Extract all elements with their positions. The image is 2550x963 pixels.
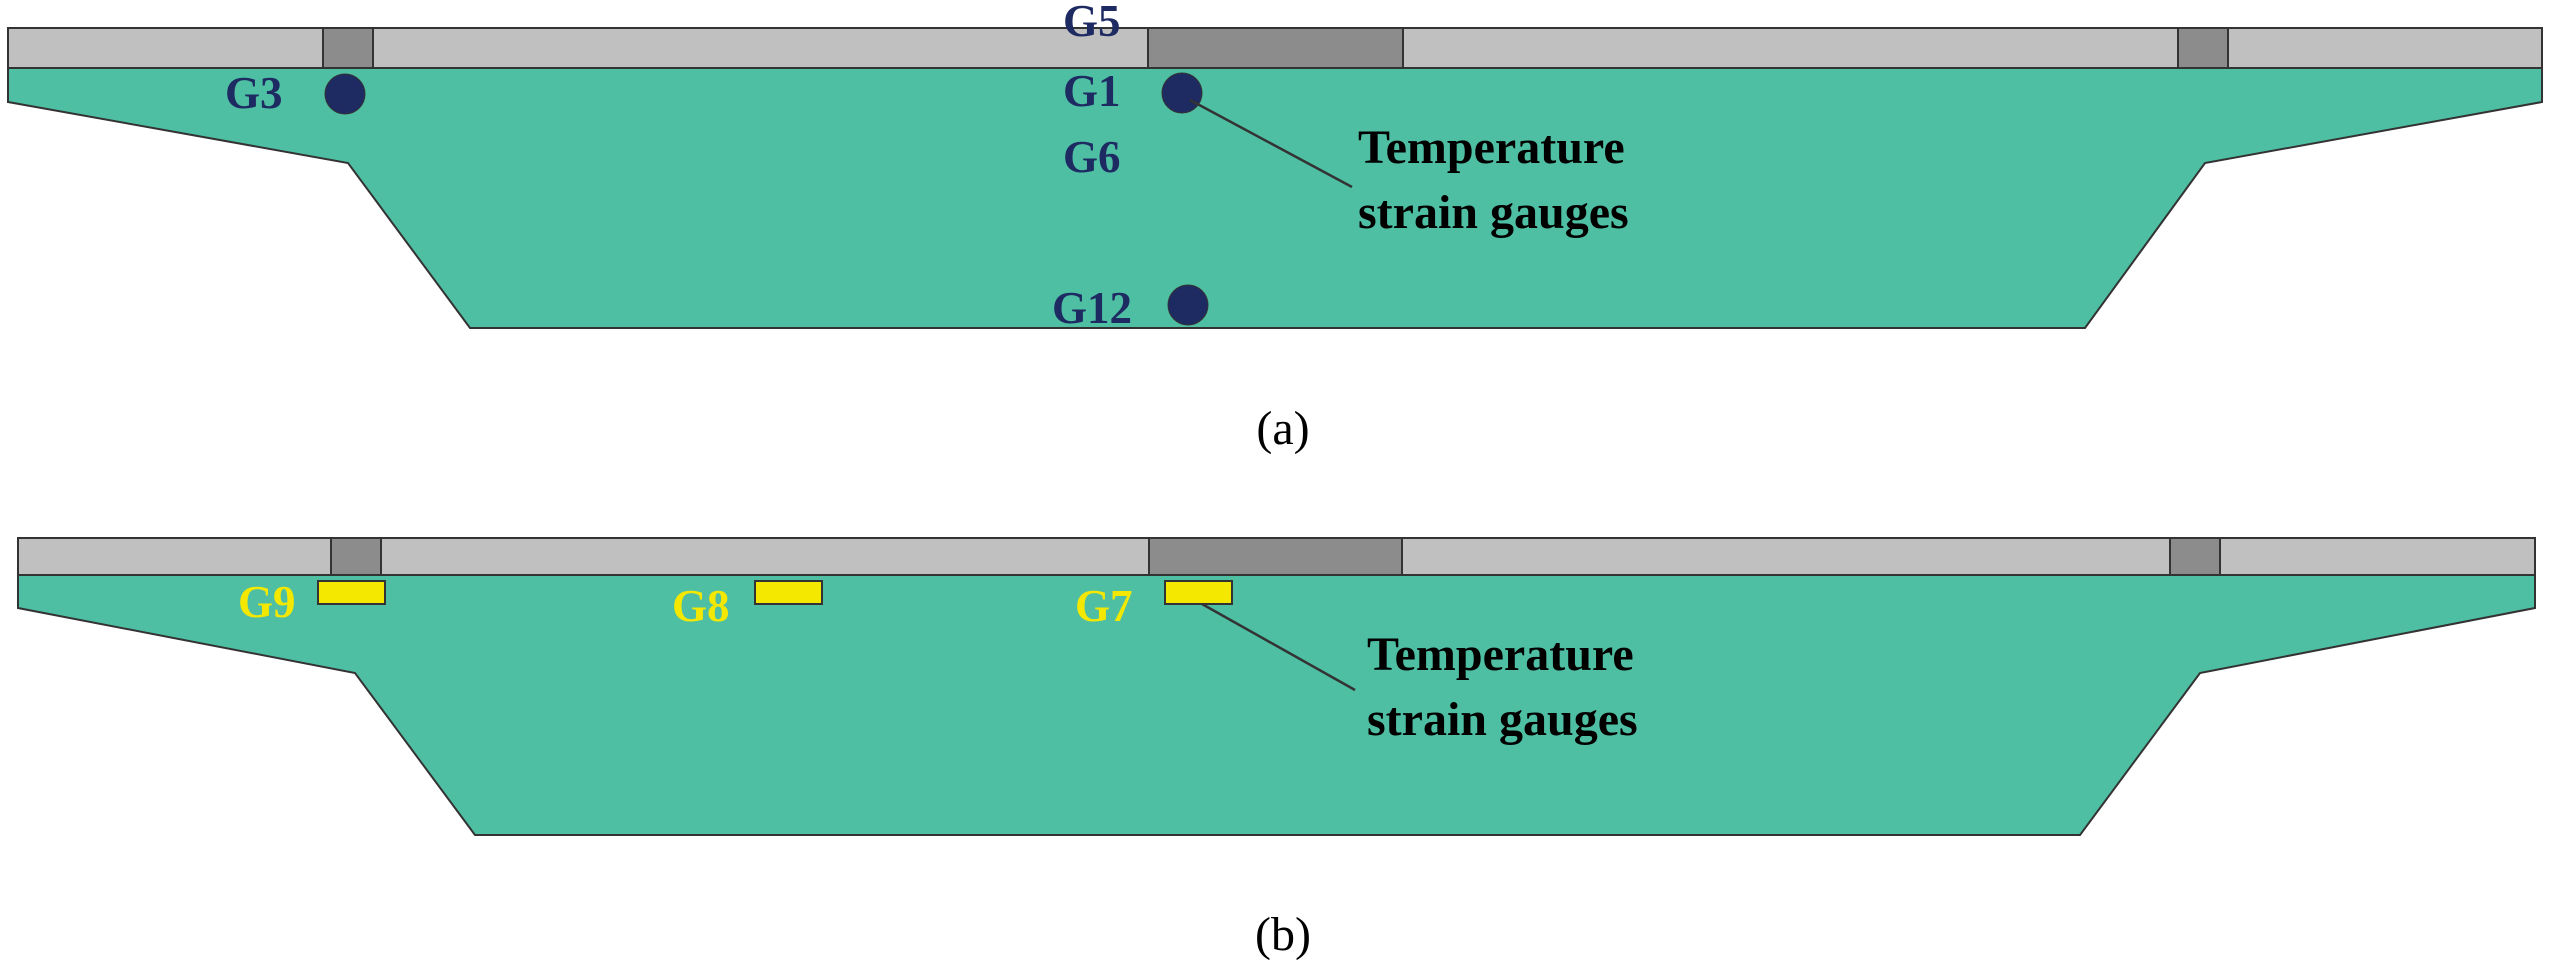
pavement-b-joint-left	[330, 537, 382, 576]
pavement-b-segment-4	[2219, 537, 2536, 576]
girder-section-b	[17, 574, 2536, 836]
annotation-b-line1: Temperature	[1367, 628, 1634, 681]
gauge-g9-marker	[317, 580, 386, 605]
gauge-g7-marker	[1164, 580, 1233, 605]
gauge-label-g12: G12	[1052, 283, 1132, 333]
pavement-a-segment-4	[2227, 27, 2543, 69]
gauge-label-g9: G9	[238, 577, 296, 627]
gauge-label-g6: G6	[1063, 132, 1121, 182]
annotation-leader-b	[1201, 602, 1356, 692]
pavement-a-joint-right	[2177, 27, 2229, 69]
caption-b: (b)	[1255, 908, 1311, 961]
gauge-label-g8: G8	[672, 581, 730, 631]
panel-a: G5 G3 G1 G6 G12 Temperature strain gauge…	[7, 0, 2543, 455]
gauge-label-g1: G1	[1063, 66, 1121, 116]
pavement-b-joint-right	[2169, 537, 2221, 576]
annotation-a-line1: Temperature	[1358, 121, 1625, 174]
gauge-g3-marker	[324, 73, 366, 115]
pavement-b-segment-1	[17, 537, 332, 576]
pavement-a-joint-center	[1147, 27, 1404, 69]
caption-a: (a)	[1256, 402, 1309, 455]
pavement-a-segment-2	[372, 27, 1149, 69]
pavement-a-joint-left	[322, 27, 374, 69]
pavement-b-segment-2	[380, 537, 1150, 576]
annotation-a-line2: strain gauges	[1358, 186, 1629, 239]
gauge-g1-marker	[1161, 72, 1203, 114]
annotation-leader-a	[1189, 98, 1353, 189]
girder-section-a	[7, 67, 2543, 329]
gauge-label-g3: G3	[225, 68, 283, 118]
annotation-b-line2: strain gauges	[1367, 693, 1638, 746]
pavement-a-segment-3	[1402, 27, 2179, 69]
gauge-g12-marker	[1167, 284, 1209, 326]
pavement-a-segment-1	[7, 27, 324, 69]
gauge-g8-marker	[754, 580, 823, 605]
pavement-b-segment-3	[1401, 537, 2171, 576]
gauge-label-g7: G7	[1075, 581, 1133, 631]
panel-b: G9 G8 G7 Temperature strain gauges (b)	[17, 537, 2536, 961]
gauge-label-g5: G5	[1063, 0, 1121, 46]
pavement-b-joint-center	[1148, 537, 1403, 576]
